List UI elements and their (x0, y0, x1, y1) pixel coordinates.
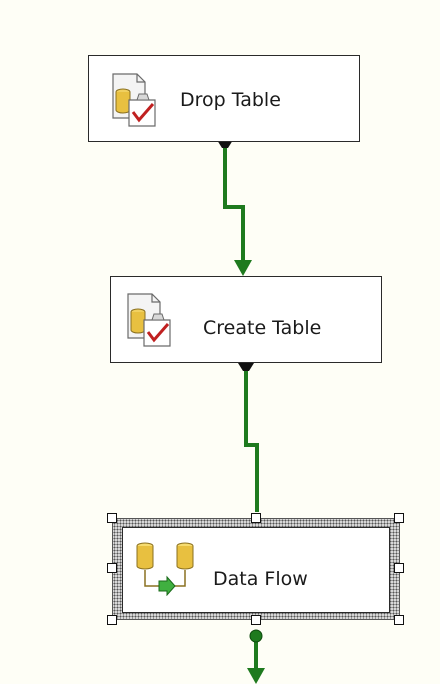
resize-handle-top-left[interactable] (107, 513, 117, 523)
task-label: Create Table (203, 317, 322, 339)
resize-handle-bottom-left[interactable] (107, 615, 117, 625)
sql-task-icon (109, 72, 161, 132)
task-data-flow[interactable]: Data Flow (122, 527, 390, 613)
connector-create-to-dataflow[interactable] (238, 363, 259, 512)
task-label: Data Flow (213, 568, 308, 590)
connector-start-dot (217, 140, 233, 148)
task-create-table[interactable]: Create Table (110, 276, 382, 363)
connector-start-dot (238, 363, 254, 371)
resize-handle-bottom-right[interactable] (394, 615, 404, 625)
arrowhead-icon (247, 668, 265, 684)
arrowhead-icon (234, 260, 252, 276)
resize-handle-bottom-center[interactable] (251, 615, 261, 625)
sql-task-icon (124, 292, 176, 352)
data-flow-icon (133, 540, 197, 600)
connector-drop-to-create[interactable] (217, 140, 252, 276)
resize-handle-middle-right[interactable] (394, 563, 404, 573)
resize-handle-middle-left[interactable] (107, 563, 117, 573)
task-drop-table[interactable]: Drop Table (88, 55, 360, 142)
connector-dataflow-out[interactable] (247, 629, 265, 684)
task-label: Drop Table (180, 89, 281, 111)
connector-start-dot (249, 629, 263, 643)
resize-handle-top-center[interactable] (251, 513, 261, 523)
resize-handle-top-right[interactable] (394, 513, 404, 523)
